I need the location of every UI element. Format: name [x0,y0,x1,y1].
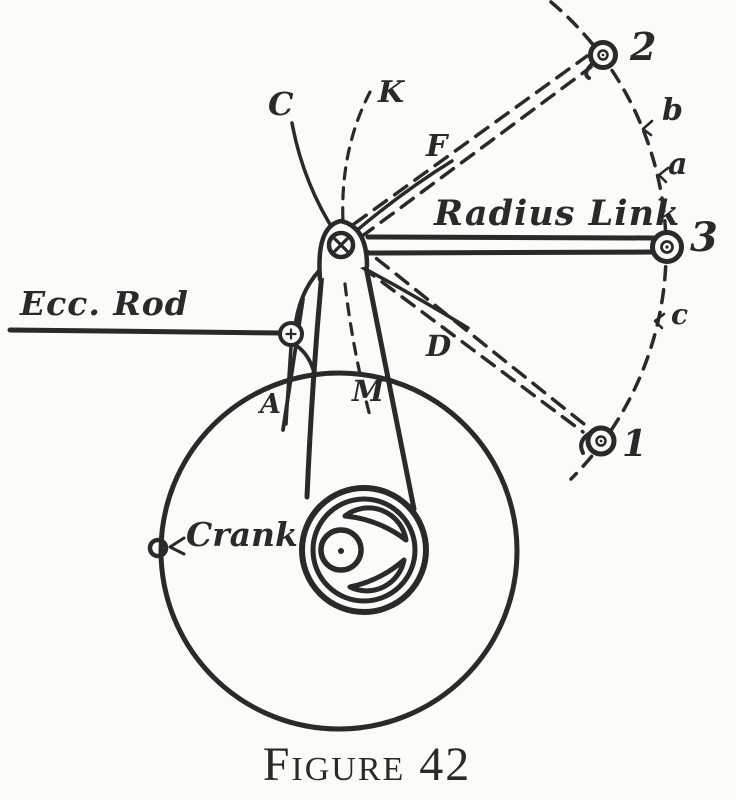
hub-inner-circle [310,496,418,604]
arc-tick-b-icon [641,119,654,137]
label-point-M: M [352,374,385,408]
link-position-2-upper-dashed [352,54,589,226]
label-point-2: 2 [630,24,657,69]
crank-arrow-icon [168,536,186,556]
curve-to-C [290,121,338,236]
label-point-K: K [378,75,405,110]
label-ecc-rod: Ecc. Rod [20,284,189,323]
main-rod-left-edge [304,269,325,500]
radius-link-top-edge [365,234,656,241]
eye-point-3-dot [665,245,669,249]
figure-caption: Figure 42 [217,738,517,791]
figure-caption-number: 42 [419,738,472,791]
eye-point-1-dot [599,439,603,443]
arc-tick-a-icon [657,166,670,184]
link-centerline-upper-dashed [341,90,372,224]
swing-arc-dashed [549,0,668,481]
eye-point-3-inner [660,240,674,254]
hub-crescent-upper [342,505,409,543]
axle-center-dot [338,548,344,554]
label-arc-a: a [668,147,688,182]
crank-pin-circle [147,537,169,559]
label-point-F: F [426,129,448,164]
ecc-rod-joint-cross [285,328,297,340]
link-position-1-lower-dashed [360,265,585,434]
label-point-1: 1 [622,423,648,465]
link-position-2-lower-dashed [359,65,593,239]
figure-caption-word: Figure [262,738,406,791]
eccentric-rod-line [7,327,285,336]
hub-outer-circle [299,485,429,615]
curve-to-F [353,159,454,234]
link-centerline-lower-dashed [343,282,373,422]
main-rod-right-edge [362,259,417,512]
link-position-1-upper-dashed [355,241,586,426]
label-point-3: 3 [690,214,718,261]
eye-point-1-inner [595,435,607,447]
eye-point-2-inner [597,49,609,61]
hanger-hook [295,344,315,371]
label-crank: Crank [186,515,298,554]
eye-point-2-tail [584,62,594,80]
radius-link-bottom-edge [365,249,657,256]
arc-tick-c-icon [653,312,666,330]
label-arc-b: b [662,93,683,128]
label-point-D: D [426,329,452,363]
eye-point-2-dot [601,53,605,57]
wheel-circle [158,370,520,732]
label-point-A: A [260,389,281,420]
label-point-C: C [268,85,294,123]
pivot-cross-icon [331,235,351,255]
label-radius-link: Radius Link [434,193,681,234]
label-arc-c: c [671,298,689,331]
hub-crescent-lower [347,557,407,594]
hanger-line-2 [284,345,293,426]
